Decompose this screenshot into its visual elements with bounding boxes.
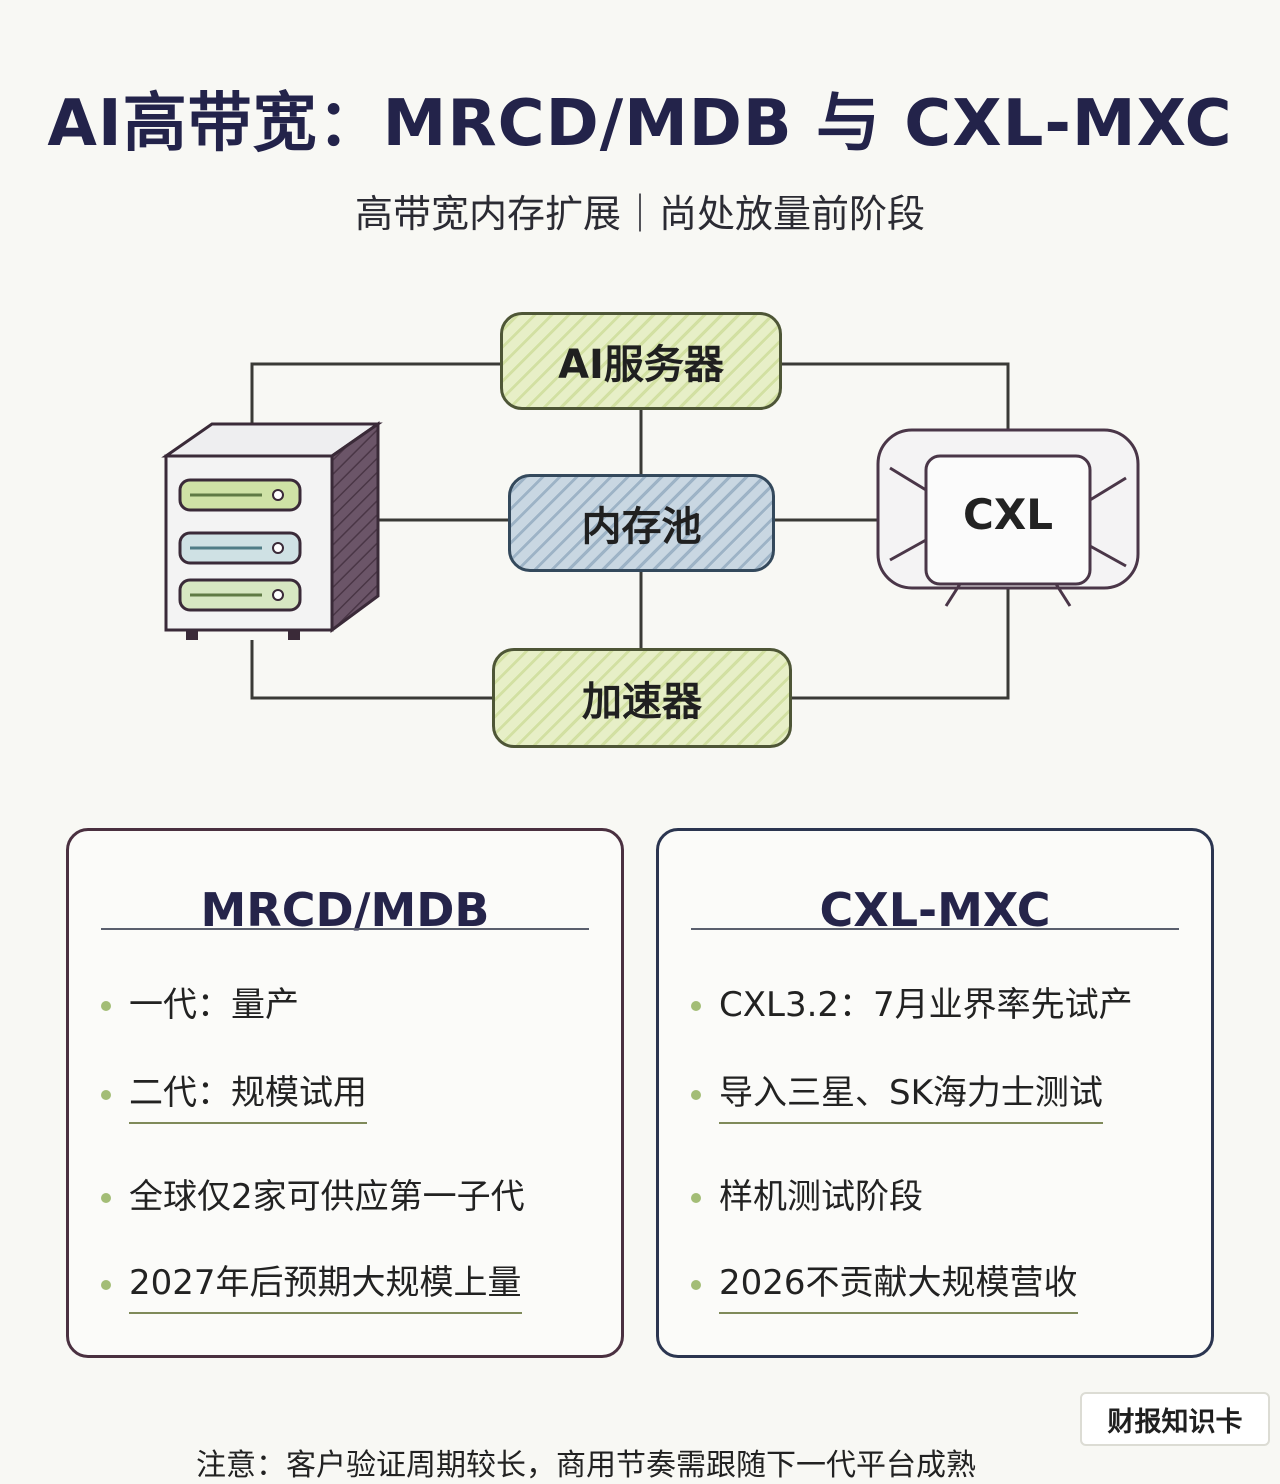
list-item: 2026不贡献大规模营收 [691,1255,1078,1314]
bullet-dot-icon [101,1089,111,1100]
memory-pool-label: 内存池 [581,504,702,550]
ai-server-node: AI服务器 [500,312,782,410]
mrcd-mdb-card: MRCD/MDB 一代：量产 二代：规模试用 全球仅2家可供应第一子代 2027… [66,828,624,1358]
footer-note: 注意：客户验证周期较长，商用节奏需跟随下一代平台成熟 [196,1448,976,1483]
list-item: 一代：量产 [101,977,299,1034]
line-ai-server-to-cxl [782,362,1010,456]
architecture-diagram [161,362,1140,700]
brand-stamp: 财报知识卡 [1080,1392,1270,1446]
list-item-text: 样机测试阶段 [719,1177,923,1217]
page-title: AI高带宽：MRCD/MDB 与 CXL-MXC [47,87,1233,161]
line-accelerator-to-cxl [792,588,1010,700]
list-item-text: 全球仅2家可供应第一子代 [129,1177,525,1217]
list-item: 2027年后预期大规模上量 [101,1255,522,1314]
list-item-text: 导入三星、SK海力士测试 [719,1065,1103,1124]
bullet-dot-icon [101,1000,111,1011]
list-item: CXL3.2：7月业界率先试产 [691,977,1133,1034]
bullet-dot-icon [101,1192,111,1203]
accelerator-label: 加速器 [582,679,702,725]
list-item: 二代：规模试用 [101,1065,367,1124]
page-subtitle: 高带宽内存扩展｜尚处放量前阶段 [354,192,925,236]
bullet-dot-icon [101,1279,111,1290]
accelerator-node: 加速器 [492,648,792,748]
list-item-text: 2027年后预期大规模上量 [129,1255,522,1314]
bullet-dot-icon [691,1000,701,1011]
card-divider [101,928,589,930]
list-item: 全球仅2家可供应第一子代 [101,1169,525,1226]
memory-pool-node: 内存池 [508,474,775,572]
cxl-label: CXL [963,490,1053,539]
list-item: 导入三星、SK海力士测试 [691,1065,1103,1124]
ai-server-label: AI服务器 [558,342,724,388]
bullet-dot-icon [691,1279,701,1290]
cxl-mxc-card: CXL-MXC CXL3.2：7月业界率先试产 导入三星、SK海力士测试 样机测… [656,828,1214,1358]
list-item-text: CXL3.2：7月业界率先试产 [719,985,1133,1025]
list-item-text: 2026不贡献大规模营收 [719,1255,1078,1314]
line-server-to-accelerator [250,640,492,700]
connector-lines [250,362,1010,700]
bullet-dot-icon [691,1089,701,1100]
bullet-dot-icon [691,1192,701,1203]
list-item-text: 一代：量产 [129,985,299,1025]
card-divider [691,928,1179,930]
list-item-text: 二代：规模试用 [129,1065,367,1124]
line-server-to-ai-server [250,362,500,428]
server-rack-icon [161,421,383,640]
cxl-device-icon [876,428,1140,607]
list-item: 样机测试阶段 [691,1169,923,1226]
